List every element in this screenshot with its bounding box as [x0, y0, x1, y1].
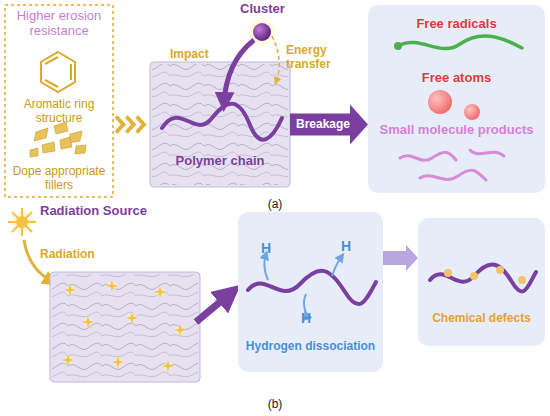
illustration-part — [496, 266, 504, 274]
connector-arrow — [383, 245, 418, 271]
illustration-part — [60, 137, 72, 149]
callout-text: Radiation — [40, 248, 120, 262]
illustration-part — [418, 218, 545, 346]
node-text: Higher erosion resistance — [7, 9, 111, 39]
illustration-part — [470, 272, 478, 280]
illustration-part — [64, 284, 76, 296]
callout-text: Energy transfer — [286, 44, 366, 72]
illustration-part — [420, 170, 486, 180]
callout-text: Cluster — [240, 2, 300, 17]
illustration-part — [264, 254, 342, 314]
illustration-part — [50, 272, 200, 382]
illustration-part — [41, 52, 75, 92]
product-box: Free radicalsFree atomsSmall molecule pr… — [368, 5, 545, 193]
panel-b-art — [8, 208, 545, 382]
illustration-part — [368, 5, 545, 193]
callout-text: Impact — [170, 48, 220, 62]
panel-label: (b) — [258, 398, 292, 412]
node-text: Dope appropriate fillers — [7, 165, 111, 193]
defect-box: Chemical defects — [418, 218, 545, 346]
illustration-part — [34, 128, 48, 141]
illustration-part — [162, 360, 174, 372]
illustration-part — [45, 80, 58, 87]
illustration-part — [428, 90, 452, 114]
panel-a-art — [5, 5, 545, 197]
illustration-part — [444, 269, 452, 277]
illustration-part — [106, 280, 118, 292]
node-text: Hydrogen dissociation — [238, 340, 383, 354]
illustration-part — [70, 64, 72, 80]
illustration-part — [464, 104, 480, 120]
illustration-part — [62, 354, 74, 366]
illustration-part — [12, 212, 32, 232]
illustration-part — [45, 57, 58, 64]
node-text: Free atoms — [368, 71, 545, 86]
illustration-part — [444, 266, 526, 284]
illustration-part — [30, 148, 38, 157]
illustration-part — [394, 42, 402, 50]
node-text: Free radicals — [368, 17, 545, 32]
illustration-part — [196, 292, 232, 322]
connector-arrow — [290, 105, 368, 145]
node-text: H — [298, 310, 314, 326]
block-arrow — [383, 245, 418, 271]
node-text: Polymer chain — [150, 154, 290, 169]
illustration-part — [264, 254, 268, 280]
illustration-part — [154, 286, 166, 298]
illustration-part — [174, 324, 186, 336]
connector-arrow — [116, 117, 144, 133]
illustration-part — [41, 52, 75, 92]
illustration-part — [75, 145, 86, 154]
node-text: H — [258, 240, 274, 256]
block-arrow — [290, 105, 368, 145]
illustration-part — [30, 122, 86, 157]
illustration-part — [400, 152, 456, 160]
illustration-part — [9, 209, 35, 235]
node-text: H — [338, 238, 354, 254]
illustration-part — [42, 142, 55, 153]
edge-label: Breakage — [295, 118, 351, 132]
node-text: Small molecule products — [368, 123, 545, 138]
illustration-part — [126, 312, 138, 324]
illustration-part — [52, 274, 198, 380]
illustration-part — [150, 62, 290, 187]
dissociation-box: H H H Hydrogen dissociation — [238, 212, 383, 372]
chevron — [126, 117, 133, 133]
illustration-part — [8, 208, 36, 236]
illustration-part — [16, 216, 28, 228]
polymer-box: Polymer chain — [150, 62, 290, 187]
illustration-part — [470, 150, 504, 156]
illustration-part — [430, 265, 536, 292]
chevron — [116, 117, 123, 133]
node-text: Aromatic ring structure — [7, 98, 111, 126]
source-label: Radiation Source — [40, 204, 170, 219]
illustration-part — [112, 356, 124, 368]
illustration-part — [162, 104, 282, 140]
chevron — [137, 117, 144, 133]
illustration-part — [398, 36, 522, 49]
illustration-part — [332, 256, 342, 276]
node-text: Chemical defects — [418, 312, 545, 326]
illustration-part — [82, 316, 94, 328]
illustration-part — [238, 212, 383, 372]
illustration-part — [224, 40, 254, 104]
illustration-part — [253, 23, 271, 41]
illustration-part — [272, 36, 279, 82]
illustration-part — [518, 276, 526, 284]
feature-box: Higher erosion resistanceAromatic ring s… — [5, 5, 113, 197]
illustration-part — [5, 5, 113, 197]
illustration-part — [400, 150, 504, 180]
panel-label: (a) — [258, 198, 292, 212]
illustration-part — [12, 212, 32, 232]
